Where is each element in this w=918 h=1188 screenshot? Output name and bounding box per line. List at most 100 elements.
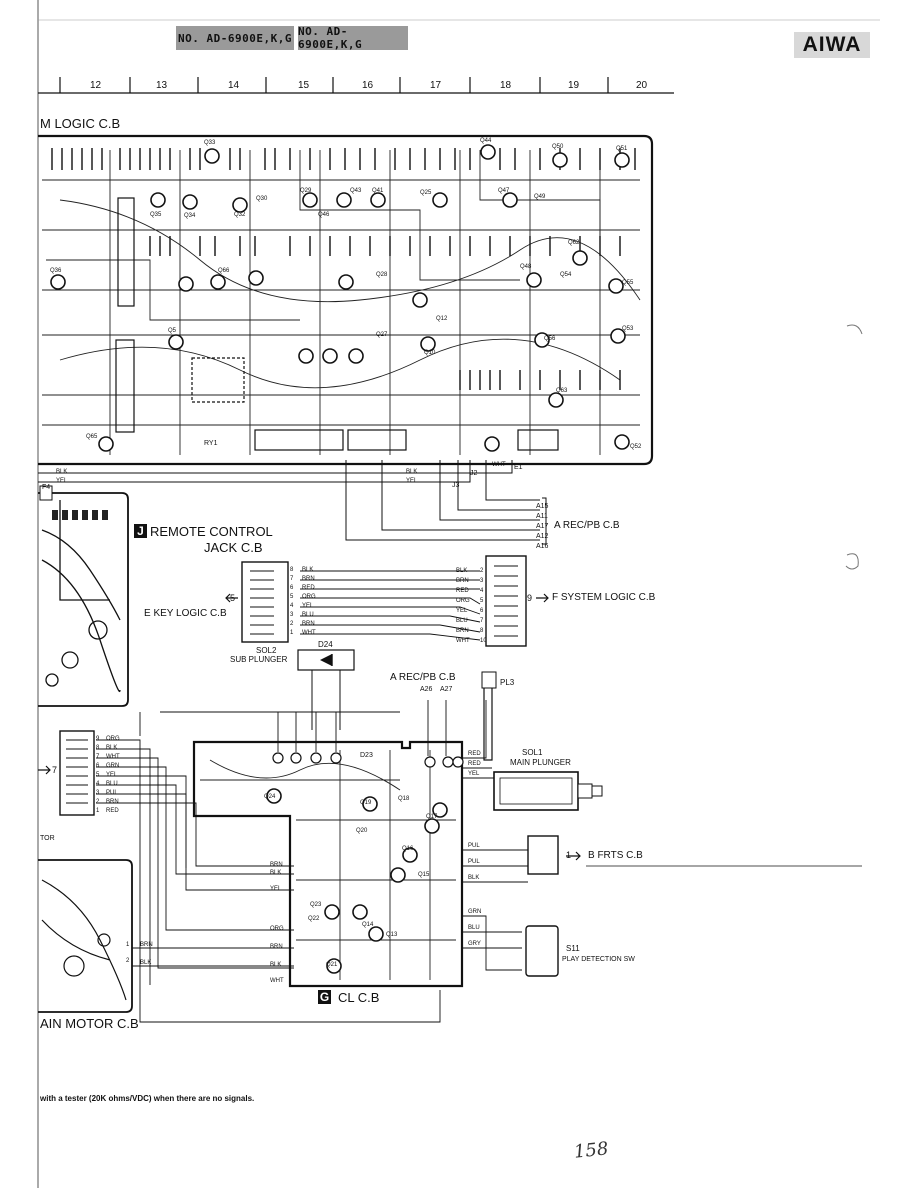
transistor-label: Q35: [150, 212, 162, 218]
wire-tag: BRN: [302, 576, 315, 582]
wire-tag: BRN: [106, 799, 119, 805]
rec-pb-pin-a17: A17: [536, 523, 549, 530]
harness-left-tags: BLK BRN RED ORG YEL BLU BRN WHT: [302, 566, 342, 638]
wire-tag: PUL: [468, 859, 480, 865]
wire-tag: BLK: [56, 469, 68, 475]
grid-column-16: 16: [362, 80, 374, 91]
transistor-label: Q48: [520, 264, 532, 270]
transistor-label: Q54: [560, 272, 572, 278]
pin-number: 2: [126, 958, 130, 964]
rec-pb-pin-a16: A16: [536, 543, 549, 550]
wire-tag: WHT: [270, 978, 284, 984]
transistor-label: Q44: [480, 138, 492, 144]
rec-pb-board-label-mid: A REC/PB C.B: [390, 672, 456, 683]
transistor-label: Q47: [498, 188, 510, 194]
wire-tag: BLK: [270, 962, 282, 968]
wire-tag: RED: [456, 588, 469, 594]
system-logic-pin: 9: [527, 593, 533, 603]
wire-tag: BRN: [270, 862, 283, 868]
key-logic-board-label: E KEY LOGIC C.B: [144, 608, 227, 619]
transistor-label: Q15: [418, 872, 430, 878]
transistor-label: Q63: [556, 388, 568, 394]
wire-tag: BLU: [468, 925, 480, 931]
pin-number: 7: [290, 576, 294, 582]
transistor-label: Q50: [552, 144, 564, 150]
transistor-label: Q14: [362, 922, 374, 928]
pin-number: 4: [290, 603, 294, 609]
wire-tag: GRN: [106, 763, 120, 769]
wire-tag: BLK: [468, 875, 480, 881]
footnote: with a tester (20K ohms/VDC) when there …: [40, 1094, 255, 1103]
grid-column-13: 13: [156, 80, 168, 91]
transistor-label: Q12: [436, 316, 448, 322]
grid-column-20: 20: [636, 80, 648, 91]
pin-number: 6: [96, 763, 100, 769]
wire-tag: BLU: [302, 612, 314, 618]
transistor-label: Q62: [568, 240, 580, 246]
transistor-label: Q65: [86, 434, 98, 440]
pin-number: 2: [480, 568, 484, 574]
wire-tag: BRN: [456, 578, 469, 584]
transistor-label: Q20: [356, 828, 368, 834]
pin-number: 8: [290, 567, 294, 573]
sol1-main-plunger-label: MAIN PLUNGER: [510, 758, 571, 767]
transistor-label: Q33: [204, 140, 216, 146]
pin-number: 3: [480, 578, 484, 584]
play-detection-switch-label: PLAY DETECTION SW: [562, 956, 635, 963]
rec-pb-pin-a15: A15: [536, 503, 549, 510]
transistor-label: Q5: [168, 328, 177, 334]
a27-label: A27: [440, 686, 453, 693]
wire-tag: BRN: [456, 628, 469, 634]
sol2-label: SOL2: [256, 646, 277, 655]
wire-tag: PUL: [468, 843, 480, 849]
wire-tag: BRN: [302, 621, 315, 627]
pin-number: 5: [480, 598, 484, 604]
transistor-label: Q27: [376, 332, 388, 338]
s11-label: S11: [566, 944, 580, 953]
harness-left-pin-numbers: 8 7 6 5 4 3 2 1: [290, 566, 300, 638]
pin-number: 9: [96, 736, 100, 742]
grid-column-18: 18: [500, 80, 512, 91]
transistor-label: Q36: [50, 268, 62, 274]
transistor-label: Q22: [308, 916, 320, 922]
transistor-label: Q13: [386, 932, 398, 938]
remote-control-board-letter: J: [134, 524, 147, 538]
cl-board-letter: G: [318, 990, 331, 1004]
system-logic-board-title: M LOGIC C.B: [40, 116, 121, 131]
wire-tag: ORG: [106, 736, 120, 742]
rec-pb-pin-a11: A11: [536, 513, 548, 520]
grid-column-12: 12: [90, 80, 102, 91]
transistor-label: Q49: [534, 194, 546, 200]
wire-tag: RED: [468, 751, 481, 757]
wire-tag: BLK: [456, 568, 468, 574]
transistor-label: Q53: [622, 326, 634, 332]
wire-tag: WHT: [106, 754, 120, 760]
wire-tag: BLU: [106, 781, 118, 787]
rec-pb-pin-a12: A12: [536, 533, 549, 540]
page-number: 158: [572, 1138, 610, 1163]
wire-tag: GRY: [468, 941, 481, 947]
rec-pb-board-label-top: A REC/PB C.B: [554, 520, 620, 531]
wire-tag: YEL: [302, 603, 314, 609]
key-logic-pin: 5: [230, 593, 236, 603]
transistor-label: Q18: [398, 796, 410, 802]
wire-tag: RED: [468, 761, 481, 767]
harness-7-tags: ORG BLK WHT GRN YEL BLU PUL BRN RED: [106, 735, 134, 816]
transistor-label: Q46: [318, 212, 330, 218]
d23-label: D23: [360, 752, 373, 759]
transistor-label: Q28: [376, 272, 388, 278]
transistor-label: Q24: [264, 794, 276, 800]
remote-control-board-subtitle: JACK C.B: [204, 540, 263, 555]
transistor-label: Q55: [622, 280, 634, 286]
pin-number: 1: [126, 942, 130, 948]
wire-tag: RED: [302, 585, 315, 591]
sol2-sub-plunger-label: SUB PLUNGER: [230, 655, 288, 664]
grid-column-14: 14: [228, 80, 240, 91]
transistor-label: Q23: [310, 902, 322, 908]
wire-tag: BRN: [270, 944, 283, 950]
pin-number: 4: [480, 588, 484, 594]
grid-column-17: 17: [430, 80, 442, 91]
transistor-label: Q21: [326, 962, 338, 968]
wire-tag: YEL: [456, 608, 468, 614]
